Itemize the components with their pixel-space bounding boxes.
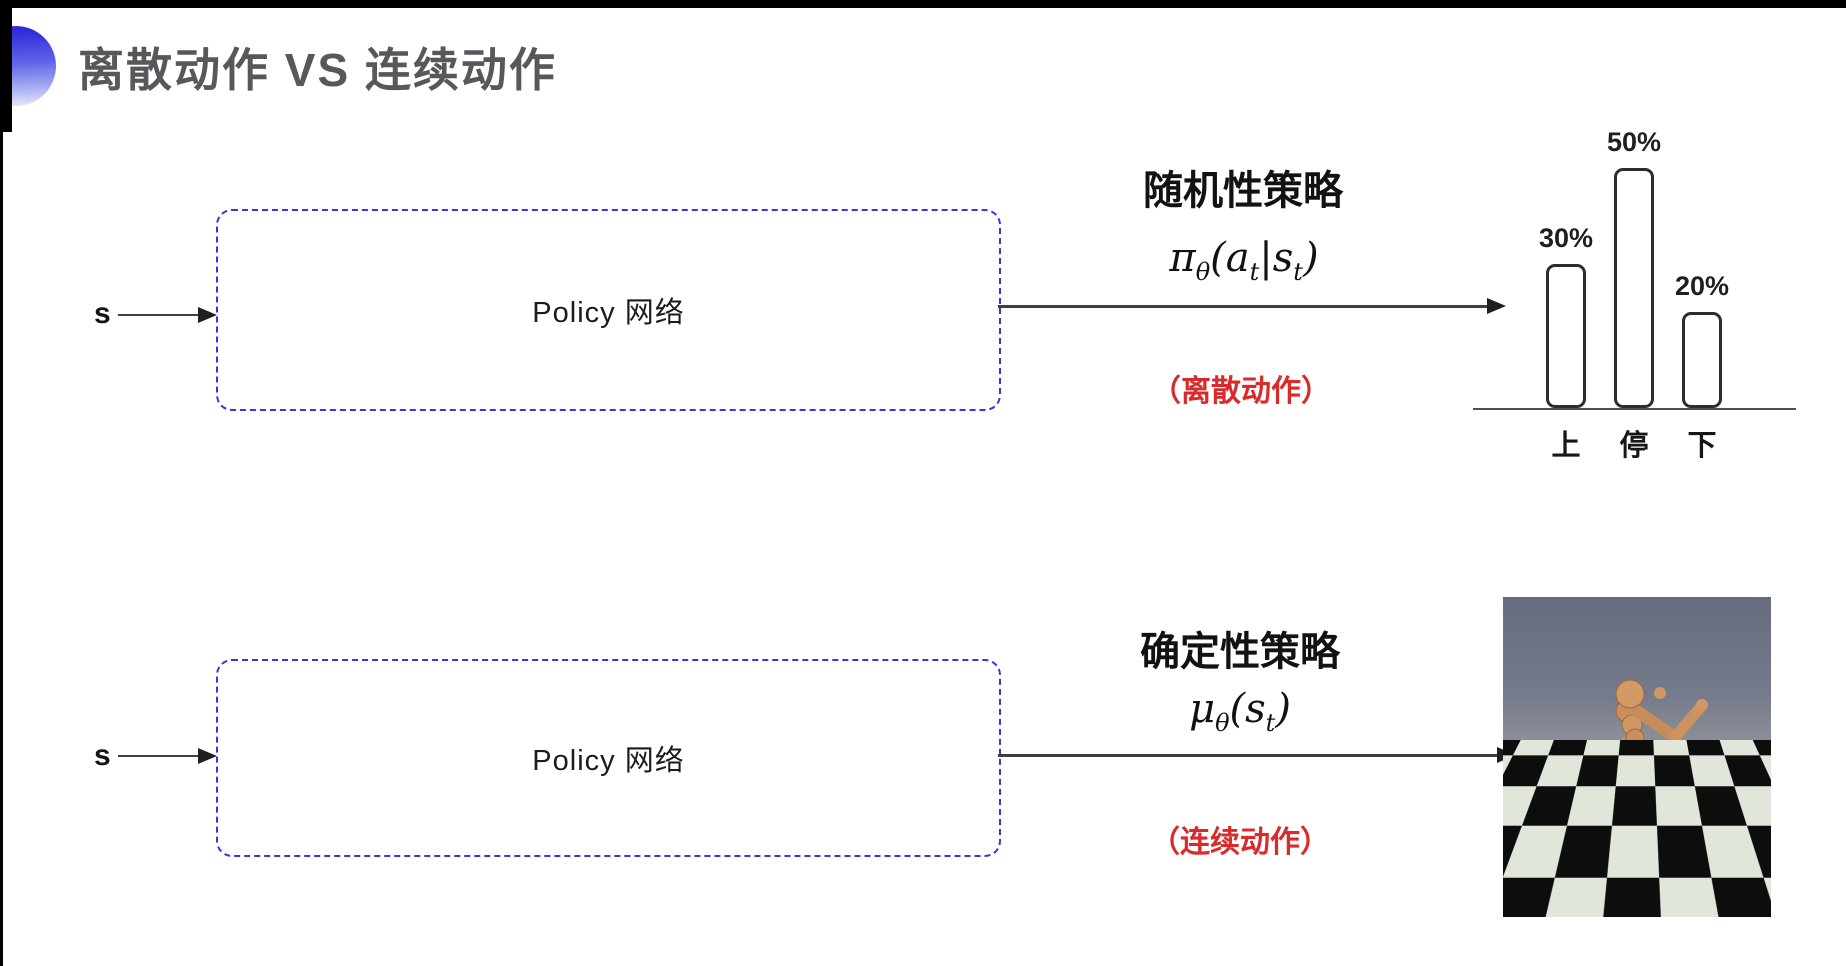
top-input-arrowhead-icon: [198, 307, 217, 323]
bottom-state-label: s: [94, 739, 111, 772]
top-input-arrow-line: [118, 314, 200, 316]
bar-up: [1546, 264, 1586, 408]
top-policy-title: 随机性策略: [1143, 169, 1343, 213]
top-policy-formula: πθ(at|st): [1169, 235, 1319, 286]
chart-baseline-axis: [1473, 408, 1796, 410]
bar-column-up: 30%: [1532, 223, 1600, 408]
bottom-input-arrow-line: [118, 755, 200, 757]
top-state-label: s: [94, 297, 111, 330]
bottom-policy-box-label: Policy 网络: [532, 745, 685, 777]
frame-top-edge: [0, 0, 1846, 8]
category-label-up: 上: [1551, 430, 1581, 462]
bottom-policy-formula: μθ(st): [1189, 686, 1291, 737]
humanoid-robot-figure: [1591, 679, 1708, 899]
bar-column-stop: 50%: [1600, 127, 1668, 408]
bar-column-down: 20%: [1668, 271, 1736, 408]
bar-value-label: 20%: [1674, 271, 1730, 301]
top-output-arrowhead-icon: [1487, 298, 1506, 314]
bottom-input-arrowhead-icon: [198, 748, 217, 764]
top-policy-box-label: Policy 网络: [532, 297, 685, 329]
top-output-arrow-line: [998, 305, 1488, 308]
bar-stop: [1614, 168, 1654, 408]
bar-down: [1682, 312, 1722, 408]
frame-left-line: [0, 0, 3, 966]
category-label-down: 下: [1687, 430, 1717, 462]
top-action-note: （离散动作）: [1151, 375, 1331, 408]
bottom-action-note: （连续动作）: [1150, 826, 1330, 859]
action-probability-bar-chart: 30% 50% 20%: [1473, 105, 1796, 409]
category-label-stop: 停: [1619, 430, 1649, 462]
bottom-policy-network-box: Policy 网络: [216, 659, 1001, 857]
frame-left-edge: [0, 0, 12, 132]
humanoid-robot-image: [1503, 597, 1771, 917]
top-policy-network-box: Policy 网络: [216, 209, 1001, 411]
bar-value-label: 50%: [1606, 127, 1662, 157]
bottom-output-arrow-line: [998, 754, 1498, 757]
page-title: 离散动作 VS 连续动作: [78, 44, 557, 96]
bottom-policy-title: 确定性策略: [1140, 630, 1340, 674]
bar-value-label: 30%: [1538, 223, 1594, 253]
